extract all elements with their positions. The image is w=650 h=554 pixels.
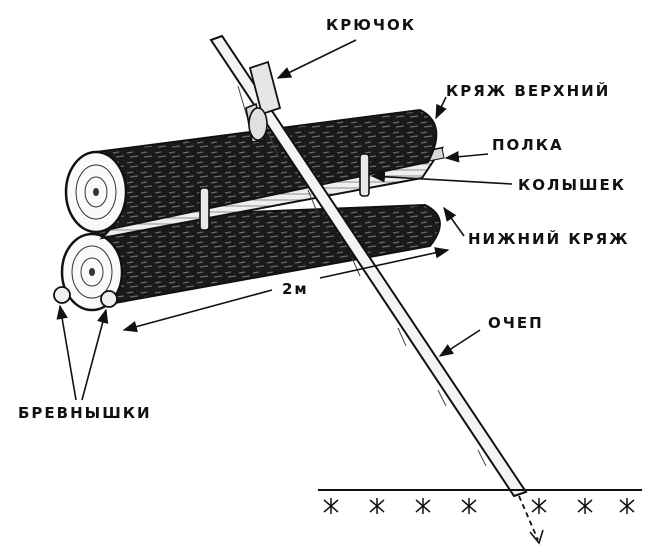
label-upper-log: КРЯЖ ВЕРХНИЙ — [446, 81, 610, 100]
label-pole: ОЧЕП — [488, 314, 544, 332]
label-lower-log: НИЖНИЙ КРЯЖ — [468, 229, 630, 248]
upper-log — [64, 108, 438, 234]
hook — [245, 60, 282, 143]
pole — [209, 34, 544, 545]
small-logs — [53, 286, 118, 308]
length-dimension — [122, 247, 450, 333]
label-length: 2м — [282, 280, 309, 298]
label-shelf: ПОЛКА — [492, 136, 564, 154]
label-peg: КОЛЫШЕК — [518, 176, 626, 194]
ground-line — [318, 489, 642, 514]
peg — [199, 153, 370, 231]
label-small-logs: БРЕВНЫШКИ — [18, 404, 152, 422]
label-hook: КРЮЧОК — [326, 16, 416, 34]
leader-arrows — [56, 39, 513, 401]
